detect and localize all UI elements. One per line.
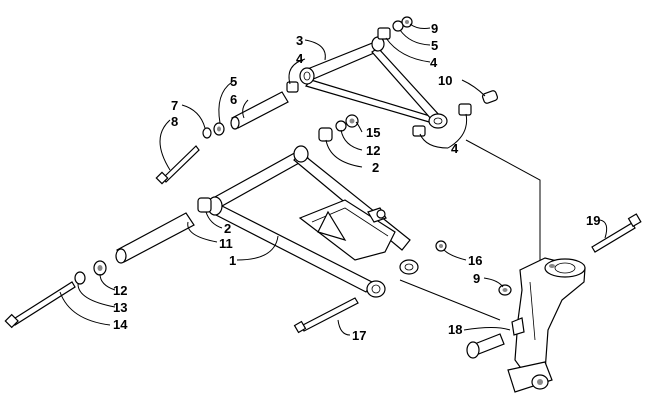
bolt-19	[591, 213, 642, 253]
bolt-14	[4, 281, 76, 329]
callout-3: 3	[296, 33, 303, 48]
leader-lines	[59, 23, 608, 336]
bolt-18	[466, 333, 505, 359]
callout-13: 13	[113, 300, 127, 315]
callout-12-lower: 12	[113, 283, 127, 298]
callout-4-top: 4	[430, 55, 438, 70]
callout-5-left: 5	[230, 74, 237, 89]
sleeve-and-washers-upper	[202, 91, 289, 139]
callout-labels: 1 2 2 3 4 4 4 5 5 6 7 8 9 9 10 11 12 12 …	[113, 21, 600, 343]
callout-11: 11	[219, 236, 233, 251]
callout-12-upper: 12	[366, 143, 380, 158]
callout-4-right: 4	[451, 141, 459, 156]
callout-4-left: 4	[296, 51, 304, 66]
callout-9-lower: 9	[473, 271, 480, 286]
sleeve-and-washers-lower	[74, 212, 195, 285]
callout-8: 8	[171, 114, 178, 129]
lower-bushings	[197, 114, 512, 296]
callout-6: 6	[230, 92, 237, 107]
callout-5-top: 5	[431, 38, 438, 53]
bolt-17	[293, 297, 359, 334]
callout-7: 7	[171, 98, 178, 113]
callout-10: 10	[438, 73, 452, 88]
callout-15: 15	[366, 125, 380, 140]
callout-14: 14	[113, 317, 128, 332]
callout-2-upper: 2	[372, 160, 379, 175]
callout-19: 19	[586, 213, 600, 228]
spindle-knuckle	[507, 257, 586, 393]
callout-2-lower: 2	[224, 221, 231, 236]
upper-bushings	[286, 16, 499, 137]
callout-18: 18	[448, 322, 462, 337]
callout-17: 17	[352, 328, 366, 343]
callout-9-top: 9	[431, 21, 438, 36]
callout-1: 1	[229, 253, 236, 268]
lower-a-arm	[207, 145, 419, 298]
callout-16: 16	[468, 253, 482, 268]
upper-a-arm	[299, 36, 448, 129]
bolt-8	[155, 145, 200, 185]
